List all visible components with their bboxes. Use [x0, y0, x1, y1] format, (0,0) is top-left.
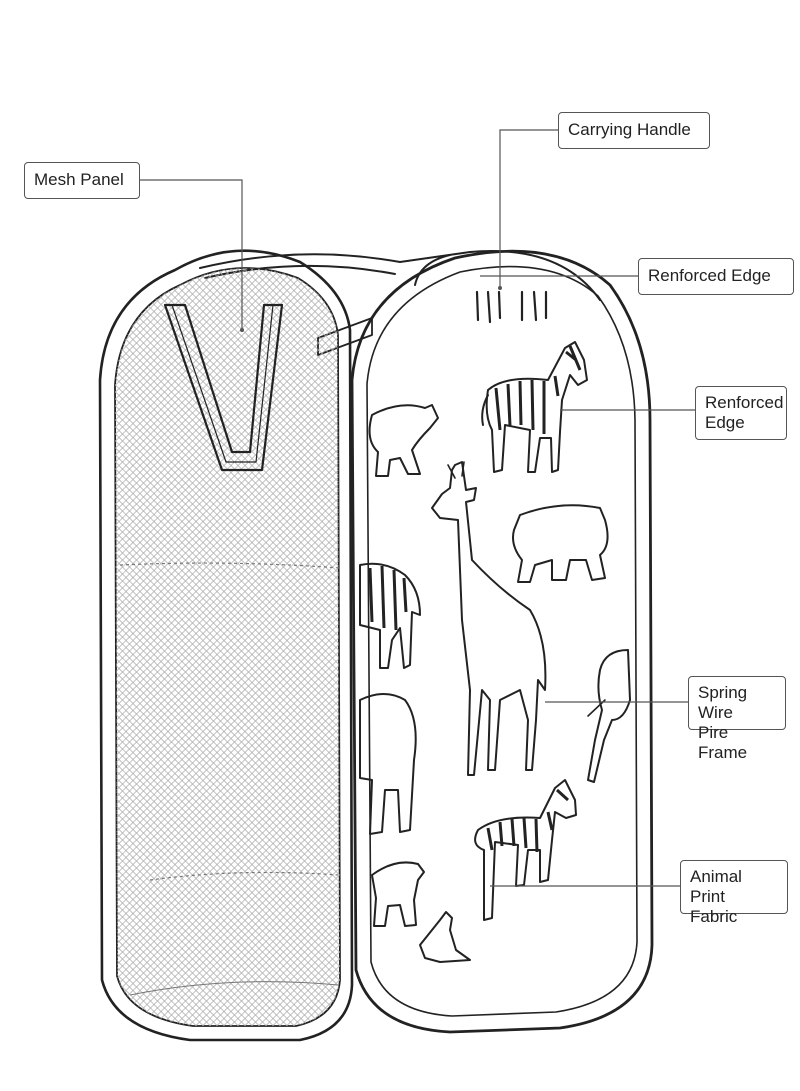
- giraffe-print-1: [431, 461, 547, 776]
- zebra-print-2: [359, 562, 421, 669]
- label-spring-wire-frame: Spring Wire Pire Frame: [688, 676, 786, 762]
- bear-print-3: [371, 861, 425, 927]
- label-reinforced-edge-side: Renforced Edge: [695, 386, 787, 440]
- label-mesh-panel: Mesh Panel: [24, 162, 140, 199]
- giraffe-print-2: [419, 911, 471, 963]
- leader-mesh-panel: [140, 179, 243, 330]
- bear-print-2: [512, 504, 609, 583]
- bear-print-1: [368, 404, 439, 477]
- label-reinforced-edge-top: Renforced Edge: [638, 258, 794, 295]
- leader-dots: [240, 286, 502, 332]
- elephant-print-1: [359, 693, 417, 835]
- zebra-print-3: [474, 779, 577, 921]
- fabric-panel: [350, 249, 654, 1034]
- mesh-panel: [98, 249, 354, 1042]
- zebra-print-1: [481, 341, 588, 473]
- handle-strap: [163, 303, 284, 472]
- label-animal-print-fabric: Animal Print Fabric: [680, 860, 788, 926]
- label-carrying-handle: Carrying Handle: [558, 112, 710, 149]
- elephant-print-2: [587, 649, 631, 783]
- zebra-legs-top: [475, 290, 548, 324]
- leader-lines: [140, 129, 695, 887]
- leader-carrying-handle: [499, 129, 558, 288]
